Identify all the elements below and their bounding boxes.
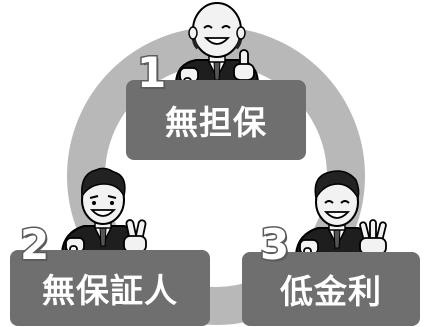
step-2-number: 2 xyxy=(18,220,50,269)
step-3-label: 低金利 xyxy=(280,272,382,311)
two-finger-hand-icon xyxy=(123,219,147,253)
three-finger-hand-icon xyxy=(359,219,387,255)
grinning-businessman-icon xyxy=(294,170,378,255)
step-1-number: 1 xyxy=(135,48,167,97)
step-1-box: 無担保 xyxy=(126,80,306,160)
smiling-businessman-icon xyxy=(60,167,144,253)
step-2-label: 無保証人 xyxy=(42,271,178,310)
step-3-box: 低金利 xyxy=(242,252,420,326)
step-1-label: 無担保 xyxy=(165,103,267,142)
one-finger-hand-icon xyxy=(233,49,255,81)
step-3-number: 3 xyxy=(258,220,290,269)
step-2-box: 無保証人 xyxy=(10,250,210,326)
